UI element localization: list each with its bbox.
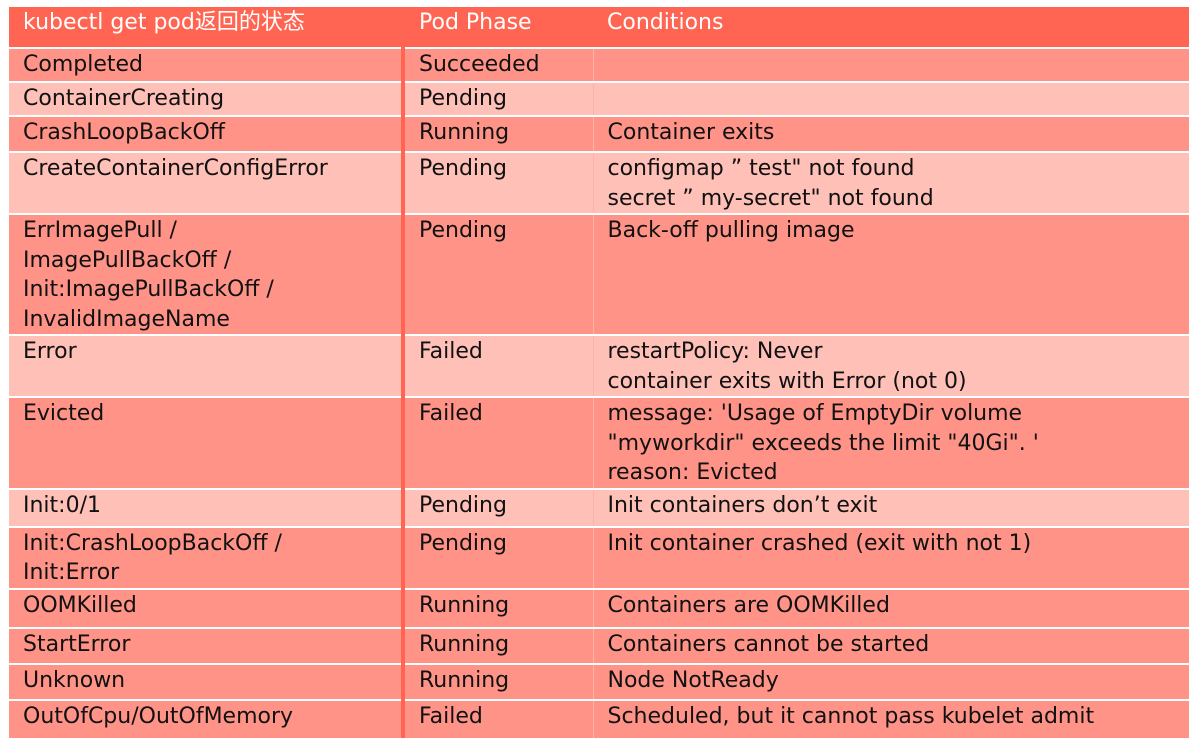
conditions-cell: Back-off pulling image	[593, 213, 1189, 335]
table-row: StartError Running Containers cannot be st…	[9, 626, 1189, 664]
conditions-cell: restartPolicy: Never container exits with…	[593, 334, 1189, 397]
conditions-cell: Init container crashed (exit with not 1)	[593, 525, 1189, 589]
status-cell: Unknown	[9, 662, 405, 700]
table-header-row: kubectl get pod返回的状态 Pod Phase Condition…	[9, 7, 1189, 48]
phase-cell: Succeeded	[403, 47, 594, 82]
condition-text: restartPolicy: Never	[607, 339, 823, 364]
status-text: ContainerCreating	[23, 86, 225, 111]
conditions-cell: Node NotReady	[593, 662, 1189, 700]
conditions-cell: Init containers don’t exit	[593, 487, 1189, 527]
phase-cell: Pending	[403, 525, 594, 589]
status-text: StartError	[23, 631, 131, 657]
status-text: Init:ImagePullBackOff /	[23, 277, 274, 302]
table-row: Init:CrashLoopBackOff / Init:Error Pending…	[9, 525, 1189, 589]
status-text: OOMKilled	[23, 592, 137, 618]
phase-cell: Failed	[403, 698, 594, 738]
phase-cell: Failed	[403, 334, 594, 397]
table-row: Completed Succeeded	[9, 47, 1189, 82]
status-cell: StartError	[9, 626, 405, 664]
status-text: OutOfCpu/OutOfMemory	[23, 703, 294, 729]
condition-text: container exits with Error (not 0)	[607, 368, 967, 394]
status-text: ErrImagePull /	[23, 218, 177, 243]
condition-text: message: 'Usage of EmptyDir volume	[607, 401, 1023, 426]
header-conditions: Conditions	[593, 7, 1189, 48]
phase-cell: Pending	[403, 151, 594, 214]
condition-text: Back-off pulling image	[607, 218, 855, 243]
status-text: Init:0/1	[23, 492, 101, 518]
table-row: OOMKilled Running Containers are OOMKilled	[9, 587, 1189, 628]
phase-cell: Running	[403, 115, 594, 152]
conditions-cell: Scheduled, but it cannot pass kubelet ad…	[593, 698, 1189, 738]
table-row: OutOfCpu/OutOfMemory Failed Scheduled, but…	[9, 698, 1189, 738]
phase-cell: Running	[403, 587, 594, 628]
header-kubectl-status: kubectl get pod返回的状态	[9, 7, 405, 48]
status-text: Unknown	[23, 667, 126, 693]
phase-cell: Pending	[403, 487, 594, 527]
status-cell: ContainerCreating	[9, 81, 405, 116]
conditions-cell: Containers are OOMKilled	[593, 587, 1189, 628]
condition-text: Container exits	[607, 120, 775, 145]
conditions-cell: configmap ” test" not found secret ” my-s…	[593, 151, 1189, 214]
condition-text: Init containers don’t exit	[607, 492, 878, 518]
conditions-cell: message: 'Usage of EmptyDir volume "mywor…	[593, 396, 1189, 489]
status-cell: Completed	[9, 47, 405, 82]
phase-cell: Running	[403, 626, 594, 664]
status-cell: Error	[9, 334, 405, 397]
table-row: Error Failed restartPolicy: Never container…	[9, 334, 1189, 397]
pod-status-table-container: kubectl get pod返回的状态 Pod Phase Condition…	[9, 7, 1189, 738]
condition-text: Containers cannot be started	[607, 631, 930, 657]
condition-text: "myworkdir" exceeds the limit "40Gi". '	[607, 430, 1039, 456]
pod-status-table: kubectl get pod返回的状态 Pod Phase Condition…	[9, 7, 1189, 738]
status-cell: Init:0/1	[9, 487, 405, 527]
phase-cell: Failed	[403, 396, 594, 489]
table-row: CrashLoopBackOff Running Container exits	[9, 115, 1189, 152]
status-cell: ErrImagePull / ImagePullBackOff / Init:Ima…	[9, 213, 405, 335]
table-row: Unknown Running Node NotReady	[9, 662, 1189, 700]
table-row: ErrImagePull / ImagePullBackOff / Init:Ima…	[9, 213, 1189, 335]
status-text: CreateContainerConfigError	[23, 156, 328, 181]
status-cell: CreateContainerConfigError	[9, 151, 405, 214]
status-text: Init:Error	[23, 560, 120, 585]
condition-text: Init container crashed (exit with not 1)	[607, 530, 1032, 556]
status-text: CrashLoopBackOff	[23, 120, 225, 145]
condition-text: reason: Evicted	[607, 460, 778, 485]
status-text: Completed	[23, 52, 143, 77]
condition-text: Containers are OOMKilled	[607, 592, 890, 618]
conditions-cell: Containers cannot be started	[593, 626, 1189, 664]
conditions-cell	[593, 81, 1189, 116]
phase-cell: Pending	[403, 213, 594, 335]
status-text: Evicted	[23, 401, 105, 426]
conditions-cell	[593, 47, 1189, 82]
status-text: InvalidImageName	[23, 306, 230, 332]
condition-text: configmap ” test" not found	[607, 156, 915, 181]
header-pod-phase: Pod Phase	[403, 7, 593, 48]
status-text: ImagePullBackOff /	[23, 247, 232, 273]
table-row: Init:0/1 Pending Init containers don’t exi…	[9, 487, 1189, 527]
phase-cell: Pending	[403, 81, 594, 116]
status-cell: Evicted	[9, 396, 405, 489]
status-text: Error	[23, 339, 77, 364]
status-cell: Init:CrashLoopBackOff / Init:Error	[9, 525, 405, 589]
condition-text: secret ” my-secret" not found	[607, 185, 934, 211]
condition-text: Scheduled, but it cannot pass kubelet ad…	[607, 703, 1095, 729]
status-cell: OutOfCpu/OutOfMemory	[9, 698, 405, 738]
condition-text: Node NotReady	[607, 667, 779, 693]
phase-cell: Running	[403, 662, 594, 700]
conditions-cell: Container exits	[593, 115, 1189, 152]
table-row: ContainerCreating Pending	[9, 81, 1189, 116]
status-cell: OOMKilled	[9, 587, 405, 628]
status-text: Init:CrashLoopBackOff /	[23, 530, 282, 556]
status-cell: CrashLoopBackOff	[9, 115, 405, 152]
